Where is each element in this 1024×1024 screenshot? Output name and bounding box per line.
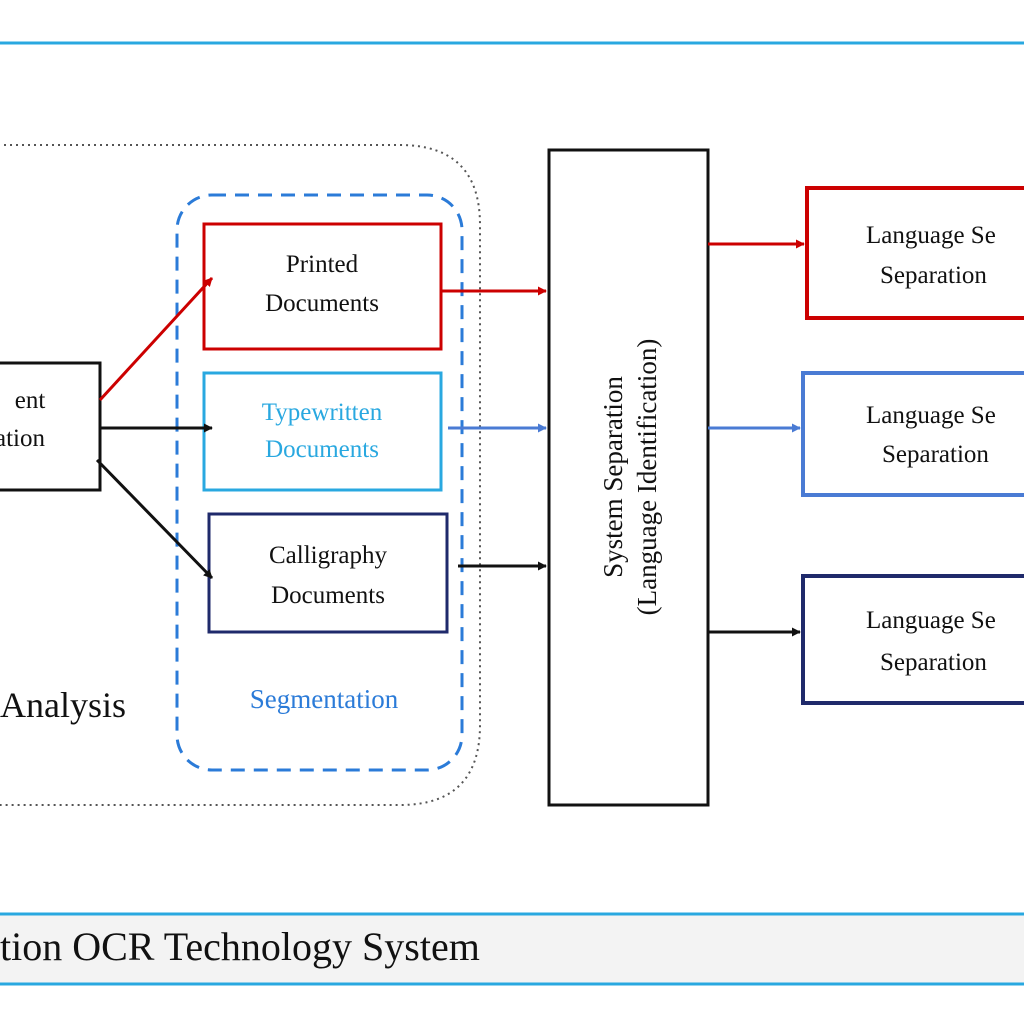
language-separation-navy-box: [801, 574, 1024, 705]
calligraphy-documents-box: [207, 512, 449, 634]
printed-documents-line2: Documents: [265, 290, 379, 317]
system-separation-line1: System Separation: [598, 376, 628, 578]
system-separation-line2: (Language Identification): [632, 339, 662, 616]
language-separation-navy-line1: Language Se: [866, 607, 996, 634]
language-separation-blue-line2: Separation: [882, 441, 989, 468]
language-separation-blue-line1: Language Se: [866, 402, 996, 429]
language-separation-red-box: [805, 186, 1024, 320]
arrow-source-to-printed: [98, 276, 214, 402]
arrow-source-to-calligraphy: [95, 458, 214, 580]
caption-band: [0, 914, 1024, 984]
source-box-line2: ation: [0, 425, 45, 452]
typewritten-documents-box: [202, 371, 443, 492]
language-separation-red-line2: Separation: [880, 262, 987, 289]
segmentation-label: Segmentation: [250, 684, 399, 714]
calligraphy-documents-line1: Calligraphy: [269, 542, 388, 569]
system-separation-box: [547, 148, 710, 807]
language-separation-blue-box: [801, 371, 1024, 497]
printed-documents-box: [202, 222, 443, 351]
printed-documents-line1: Printed: [286, 251, 359, 278]
caption-text: tion OCR Technology System: [0, 924, 480, 969]
system-separation-label-group: System Separation (Language Identificati…: [598, 339, 662, 616]
language-separation-red-line1: Language Se: [866, 222, 996, 249]
source-box-line1: ent: [15, 387, 46, 414]
typewritten-documents-line2: Documents: [265, 436, 379, 463]
typewritten-documents-line1: Typewritten: [262, 399, 383, 426]
calligraphy-documents-line2: Documents: [271, 582, 385, 609]
language-separation-navy-line2: Separation: [880, 649, 987, 676]
document-analysis-region: [0, 144, 481, 806]
analysis-label: Analysis: [0, 685, 126, 725]
